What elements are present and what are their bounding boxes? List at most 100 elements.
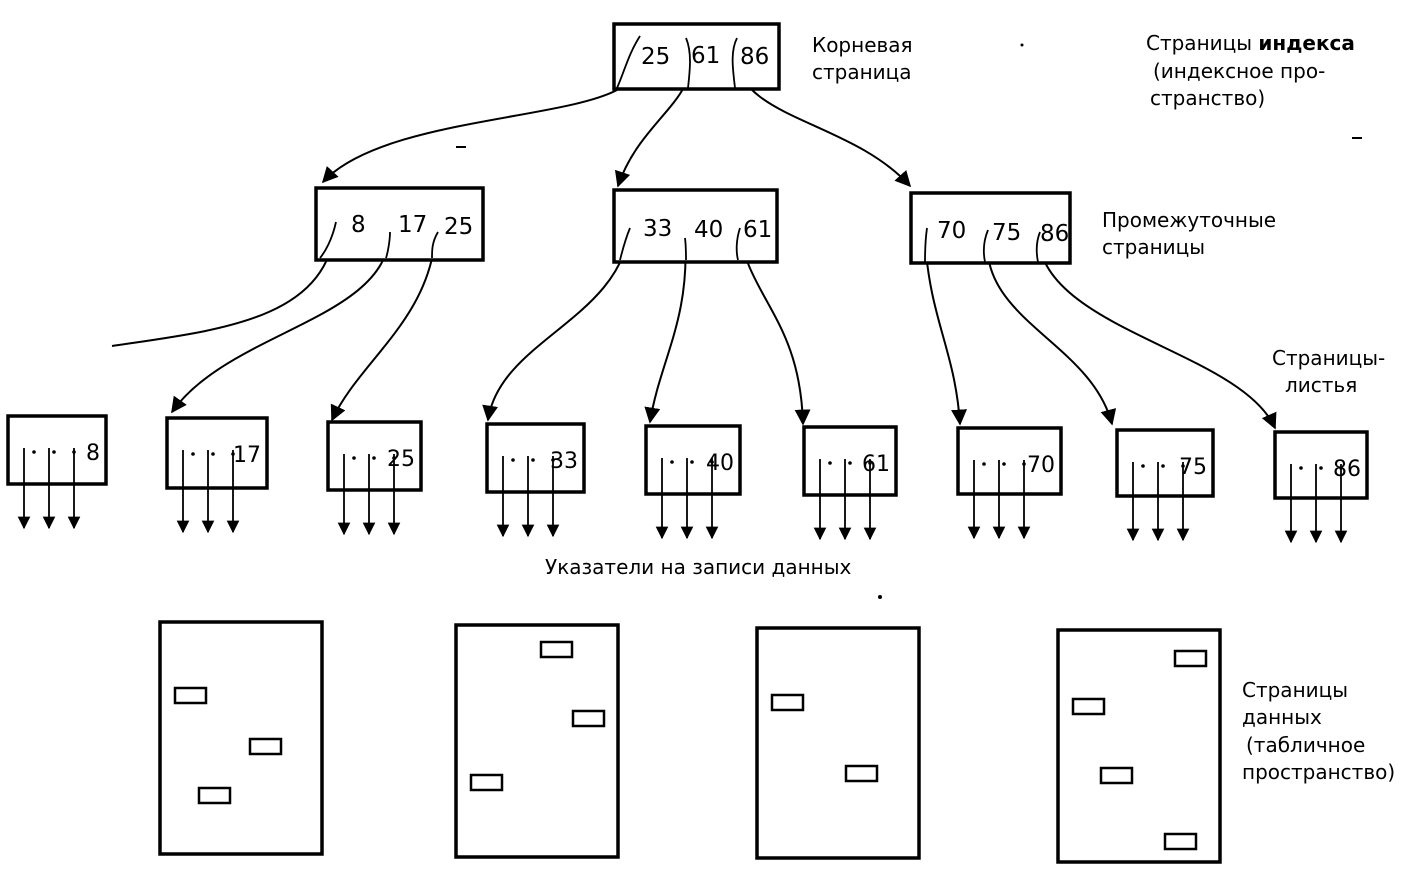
root-pointer-divider [731, 37, 738, 89]
root-key: 25 [641, 44, 670, 70]
data-page [158, 620, 324, 856]
leaf-page: 70 [956, 426, 1063, 540]
index-label-line: (индексное про- [1153, 59, 1325, 83]
leaf-page: 86 [1273, 430, 1369, 544]
data-pages-label-line: (табличное [1246, 733, 1365, 757]
leaf-dot [670, 460, 674, 464]
leaf-dot [982, 462, 986, 466]
scan-speck [1020, 43, 1024, 47]
leaf-dot [1299, 466, 1303, 470]
intermediate-node-3: 70 75 86 [909, 191, 1072, 265]
scan-speck [1352, 137, 1362, 139]
leaves-label-line: Страницы- [1272, 346, 1385, 370]
index-label-line: Страницы индекса [1146, 31, 1355, 55]
leaf-dot [372, 456, 376, 460]
data-record [248, 737, 283, 756]
intermediate-key: 25 [444, 214, 473, 240]
data-pages-label-line: Страницы [1242, 678, 1348, 702]
data-record [1173, 649, 1208, 668]
data-pages-label-line: пространство) [1242, 760, 1395, 784]
data-page [755, 626, 921, 860]
root-pointer-divider [685, 37, 691, 89]
data-record [197, 786, 232, 805]
leaf-key: 17 [233, 443, 261, 468]
node-pointer-divider [924, 227, 928, 263]
leaf-dot [828, 461, 832, 465]
node-pointer-divider [1035, 231, 1041, 263]
leaf-dot [1002, 462, 1006, 466]
leaf-page: 40 [644, 424, 742, 540]
root-label-line: страница [812, 60, 912, 84]
node-pointer-divider [619, 227, 631, 261]
edge-int1-to-leaf-1 [111, 221, 337, 347]
leaf-page: 33 [485, 422, 586, 538]
edge-int1-to-leaf-3 [330, 231, 437, 422]
data-page-box [454, 623, 620, 859]
leaf-dot [531, 458, 535, 462]
leaf-key: 8 [86, 441, 100, 466]
edge-int2-to-leaf-5 [644, 237, 687, 424]
leaf-page: 25 [326, 420, 423, 536]
data-page-box [755, 626, 921, 860]
intermediate-key: 17 [398, 212, 427, 238]
intermediate-key: 33 [643, 216, 672, 242]
leaf-dot [511, 458, 515, 462]
index-label-line: странство) [1150, 86, 1265, 110]
data-pages [158, 620, 1222, 864]
leaf-key: 61 [862, 452, 890, 477]
node-pointer-divider [385, 231, 391, 259]
leaf-key: 70 [1027, 453, 1055, 478]
leaf-page-box [956, 426, 1063, 496]
intermediate-key: 40 [694, 217, 723, 243]
node-pointer-divider [431, 231, 439, 259]
intermediate-label-line: Промежуточные [1102, 208, 1276, 232]
data-record [173, 686, 208, 705]
intermediate-key: 75 [992, 220, 1021, 246]
edge-root-to-int-1 [321, 89, 618, 184]
leaf-dot [191, 452, 195, 456]
leaf-page: 61 [802, 425, 898, 541]
edge-int2-to-leaf-4 [482, 227, 631, 422]
node-pointer-divider [319, 221, 337, 259]
leaves-label-line: листья [1285, 373, 1357, 397]
intermediate-node-1: 8 17 25 [314, 186, 485, 262]
data-record [469, 773, 504, 792]
intermediate-key: 70 [937, 218, 966, 244]
leaf-dot [32, 450, 36, 454]
data-record [539, 640, 574, 659]
index-label: Страницы индекса (индексное про- странст… [1146, 31, 1355, 110]
scan-speck [456, 146, 466, 148]
leaf-page: 17 [165, 416, 269, 534]
leaf-dot [1161, 464, 1165, 468]
root-key: 61 [691, 43, 720, 69]
root-label-line: Корневая [812, 33, 913, 57]
leaf-dot [848, 461, 852, 465]
root-key: 86 [740, 44, 769, 70]
leaf-dot [1319, 466, 1323, 470]
data-pages-label: Страницы данных (табличное пространство) [1242, 678, 1395, 784]
pointers-label: Указатели на записи данных [545, 555, 852, 579]
leaf-pages: 8 17 25 33 40 61 70 75 86 [6, 414, 1369, 544]
leaf-page: 75 [1115, 428, 1215, 542]
scan-speck [878, 595, 882, 599]
leaves-label: Страницы- листья [1272, 346, 1385, 397]
node-pointer-divider [982, 229, 989, 263]
leaf-dot [211, 452, 215, 456]
intermediate-node-box [909, 191, 1072, 265]
index-label-bold: индекса [1258, 31, 1354, 55]
data-record [844, 764, 879, 783]
data-page [1056, 628, 1222, 864]
leaf-key: 86 [1333, 457, 1361, 482]
leaf-dot [352, 456, 356, 460]
intermediate-node-box [314, 186, 485, 262]
intermediate-label-line: страницы [1102, 235, 1205, 259]
data-page-box [1056, 628, 1222, 864]
node-pointer-divider [684, 237, 687, 261]
data-record [1163, 832, 1198, 851]
node-pointer-divider [735, 227, 741, 261]
leaf-page: 8 [6, 414, 108, 530]
intermediate-key: 8 [351, 212, 366, 238]
data-record [1071, 697, 1106, 716]
intermediate-key: 61 [743, 217, 772, 243]
